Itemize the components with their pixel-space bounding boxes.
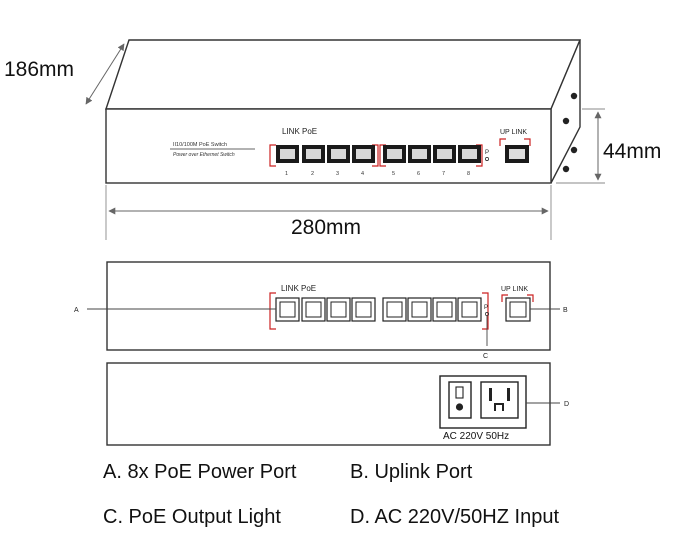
poe-port-flat [275,297,300,322]
port-number-label: 4 [361,171,364,177]
poe-port-flat [432,297,457,322]
switch-top-face [105,39,582,110]
poe-port-flat [351,297,376,322]
poe-port-flat [407,297,432,322]
port-number-label: 1 [285,171,288,177]
poe-port-flat [301,297,326,322]
uplink-label-3d: UP LINK [500,129,527,136]
uplink-brackets-flat [501,294,534,302]
legend-b: B. Uplink Port [350,461,473,483]
ac-socket [480,381,519,419]
uplink-label-flat: UP LINK [501,286,528,293]
poe-indicator-led [485,157,489,161]
poe-port-3d [458,145,481,163]
port-number-label: 5 [392,171,395,177]
callout-b-label: B [563,307,568,314]
poe-port-3d [352,145,375,163]
model-label-line1: II10/100M PoE Switch [173,142,227,148]
port-number-label: 8 [467,171,470,177]
height-dimension-label: 44mm [603,140,662,163]
legend-d: D. AC 220V/50HZ Input [350,506,560,528]
power-switch [448,381,472,419]
power-rating-label: AC 220V 50Hz [443,431,509,442]
legend-a: A. 8x PoE Power Port [103,461,297,483]
width-dimension-label: 280mm [291,216,362,239]
poe-port-3d [433,145,456,163]
poe-ports-3d [276,145,481,163]
side-p-label-flat: P [484,305,488,311]
poe-port-3d [408,145,431,163]
poe-port-flat [382,297,407,322]
port-number-label: 6 [417,171,420,177]
uplink-port-3d [505,145,529,163]
poe-indicator-led-flat [485,312,489,316]
poe-port-3d [327,145,350,163]
poe-port-3d [383,145,406,163]
poe-port-3d [302,145,325,163]
depth-dimension-line [85,43,125,105]
side-holes [562,92,578,173]
poe-port-3d [276,145,299,163]
callout-d-label: D [564,401,569,408]
callout-c-label: C [483,353,488,360]
link-poe-label: LINK PoE [282,127,317,136]
port-number-label: 3 [336,171,339,177]
poe-port-flat [326,297,351,322]
uplink-brackets-3d [499,138,531,146]
callout-a-label: A [74,307,79,314]
link-poe-label-flat: LINK PoE [281,284,316,293]
model-label-line2: Power over Ethernet Switch [173,152,235,158]
side-p-label: P [485,150,489,156]
port-number-label: 7 [442,171,445,177]
port-group-brackets-flat [269,292,489,330]
uplink-port-flat [505,297,531,322]
legend-c: C. PoE Output Light [103,506,281,528]
depth-dimension-label: 186mm [4,58,75,81]
port-numbers-3d: 1 2 3 4 5 6 7 8 [285,171,470,177]
poe-port-flat [457,297,482,322]
port-number-label: 2 [311,171,314,177]
poe-ports-flat [275,297,482,322]
